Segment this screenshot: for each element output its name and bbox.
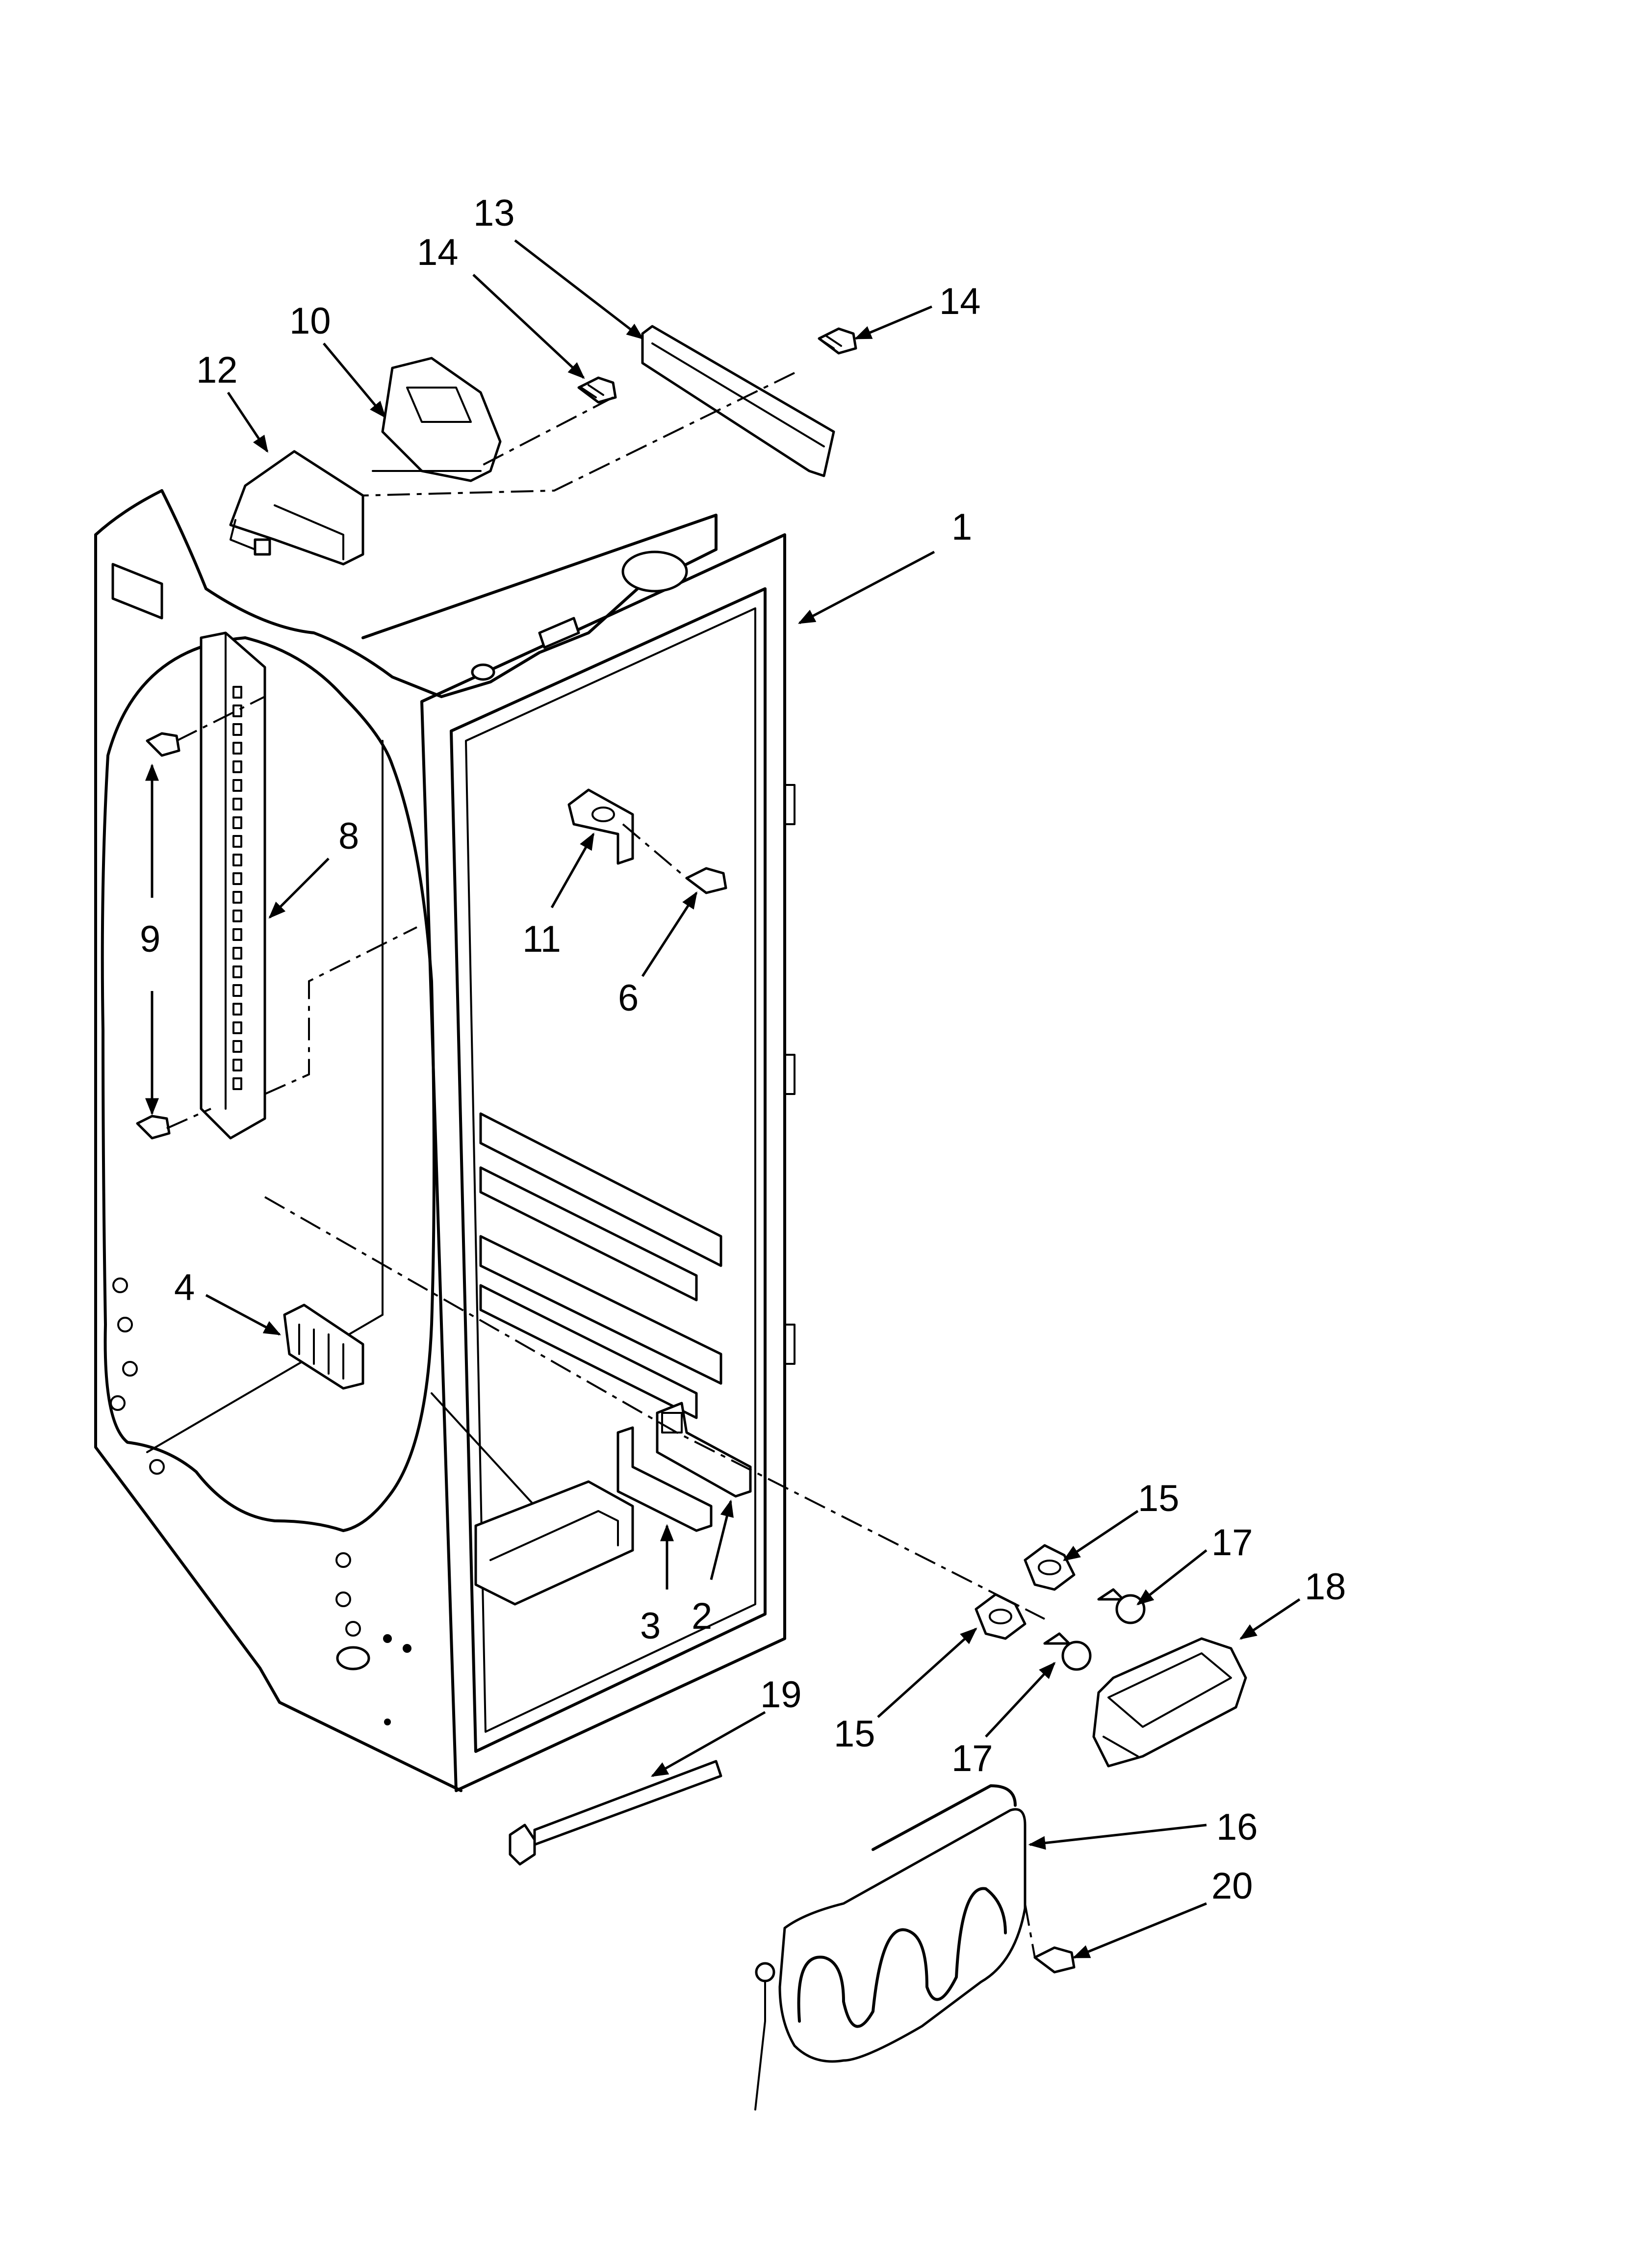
callout-labels: 1 2 3 4 6 8 9 10 11 12 13 14 14 15 15 16… [140, 192, 1346, 1907]
callout-6: 6 [618, 977, 639, 1019]
callout-18: 18 [1305, 1566, 1346, 1608]
part-8-shelf-rail [200, 631, 266, 1140]
part-9-screw-top [146, 732, 180, 757]
rail-slot [232, 723, 242, 736]
part-20-screw [1033, 1946, 1076, 1974]
callout-17-upper: 17 [1211, 1522, 1253, 1564]
rail-slot [232, 1059, 242, 1071]
rail-slot [232, 686, 242, 699]
part-16-evaporator [754, 1784, 1026, 2111]
part-19-cable-tie [509, 1760, 722, 1866]
callout-14-left: 14 [417, 232, 459, 273]
rail-slot [232, 947, 242, 960]
callout-15-upper: 15 [1138, 1478, 1180, 1519]
callout-8: 8 [338, 815, 359, 857]
callout-4: 4 [174, 1267, 195, 1308]
rail-slot [232, 891, 242, 904]
rail-slot [232, 1003, 242, 1016]
rail-slot [232, 1077, 242, 1090]
alignment-lines [166, 372, 1045, 1958]
rail-slot [232, 816, 242, 829]
cabinet-liner [94, 489, 795, 1792]
callout-14-right: 14 [939, 281, 981, 322]
rail-slot [232, 984, 242, 997]
rail-slot [232, 742, 242, 755]
callout-3: 3 [640, 1605, 661, 1647]
rail-slots [232, 686, 242, 1090]
part-18-housing [1092, 1637, 1247, 1768]
callout-17-lower: 17 [951, 1738, 993, 1779]
rail-slot [232, 798, 242, 810]
callout-16: 16 [1216, 1806, 1258, 1848]
rail-slot [232, 835, 242, 848]
part-15-clip-upper [1024, 1544, 1076, 1591]
rail-slot [232, 1021, 242, 1034]
rail-slot [232, 854, 242, 866]
callout-19: 19 [760, 1674, 802, 1716]
part-4-vent-grille [283, 1303, 364, 1390]
part-12-control-housing [229, 450, 364, 566]
callout-15-lower: 15 [834, 1713, 875, 1755]
rail-slot [232, 928, 242, 941]
callout-11: 11 [522, 918, 561, 960]
part-11-bracket [567, 788, 634, 865]
callout-12: 12 [196, 349, 238, 391]
part-14-screw-left [577, 376, 617, 404]
part-15-clip-lower [975, 1593, 1026, 1640]
part-6-screw [685, 867, 727, 894]
callout-13: 13 [473, 192, 515, 234]
part-14-screw-right [818, 327, 857, 355]
rail-slot [232, 910, 242, 922]
part-2-bracket [656, 1402, 752, 1498]
rail-slot [232, 1040, 242, 1053]
rail-slot [232, 704, 242, 717]
rail-slot [232, 965, 242, 978]
rail-slot [232, 872, 242, 885]
part-17-plug-upper [1097, 1588, 1146, 1624]
callout-1: 1 [951, 506, 972, 548]
rail-slot [232, 779, 242, 792]
callout-2: 2 [692, 1595, 712, 1637]
leader-lines [145, 239, 1301, 1959]
part-3-bracket [616, 1426, 713, 1532]
rail-slot [232, 760, 242, 773]
part-10-bracket [372, 357, 502, 482]
callout-10: 10 [289, 300, 331, 342]
part-17-plug-lower [1043, 1632, 1092, 1671]
callout-20: 20 [1211, 1865, 1253, 1907]
callout-9: 9 [140, 918, 160, 960]
part-9-screw-bottom [136, 1115, 171, 1140]
